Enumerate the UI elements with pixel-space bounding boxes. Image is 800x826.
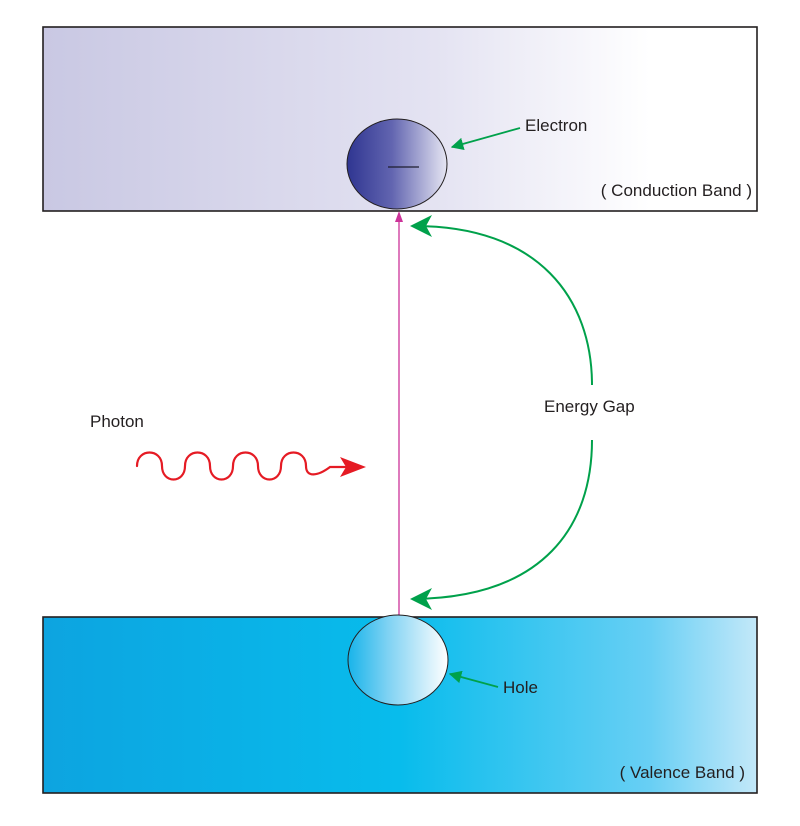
hole-circle xyxy=(347,614,449,706)
photon-arrowhead xyxy=(340,457,366,477)
transition-arrowhead xyxy=(395,211,403,222)
electron-pointer-arrow xyxy=(450,127,521,151)
energy-gap-arrowhead-upper xyxy=(410,215,432,237)
valence-band-label: ( Valence Band ) xyxy=(619,763,745,782)
hole-pointer-arrow xyxy=(448,670,499,688)
energy-gap-arrow-lower xyxy=(411,439,593,600)
conduction-band-label: ( Conduction Band ) xyxy=(600,181,752,200)
photon-wave xyxy=(135,451,347,481)
energy-gap-arrow-upper xyxy=(411,224,593,386)
electron-label: Electron xyxy=(525,116,588,135)
electron-circle xyxy=(346,118,448,210)
hole-label: Hole xyxy=(503,678,538,697)
energy-gap-arrowhead-lower xyxy=(410,588,432,610)
photon-label: Photon xyxy=(90,412,144,431)
energy-gap-label: Energy Gap xyxy=(544,397,635,416)
